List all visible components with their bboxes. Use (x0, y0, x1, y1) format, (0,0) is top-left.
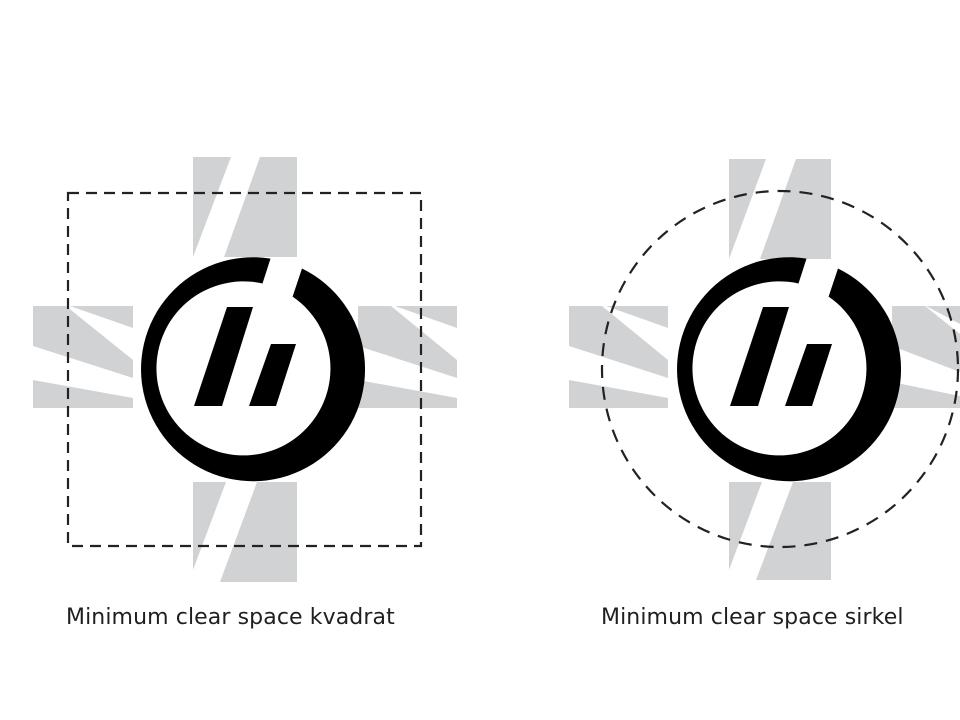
clearspace-marker-top-icon (729, 159, 831, 259)
clear-space-boundary-square (66, 191, 423, 548)
caption-square-clear-space: Minimum clear space kvadrat (66, 605, 395, 630)
clearspace-marker-left-icon (569, 306, 668, 408)
clearspace-marker-right-icon (358, 306, 457, 408)
logo-icon (677, 257, 902, 482)
caption-circle-clear-space: Minimum clear space sirkel (601, 605, 904, 630)
clearspace-marker-left-icon (33, 306, 133, 408)
logo-icon (141, 257, 366, 482)
clearspace-marker-bottom-icon (729, 482, 831, 580)
clear-space-boundary-circle (600, 189, 960, 549)
clear-space-square-panel (33, 157, 457, 582)
clearspace-marker-top-icon (193, 157, 297, 257)
clearspace-marker-right-icon (892, 306, 960, 408)
clear-space-circle-panel (569, 159, 960, 580)
clearspace-marker-bottom-icon (193, 482, 297, 582)
